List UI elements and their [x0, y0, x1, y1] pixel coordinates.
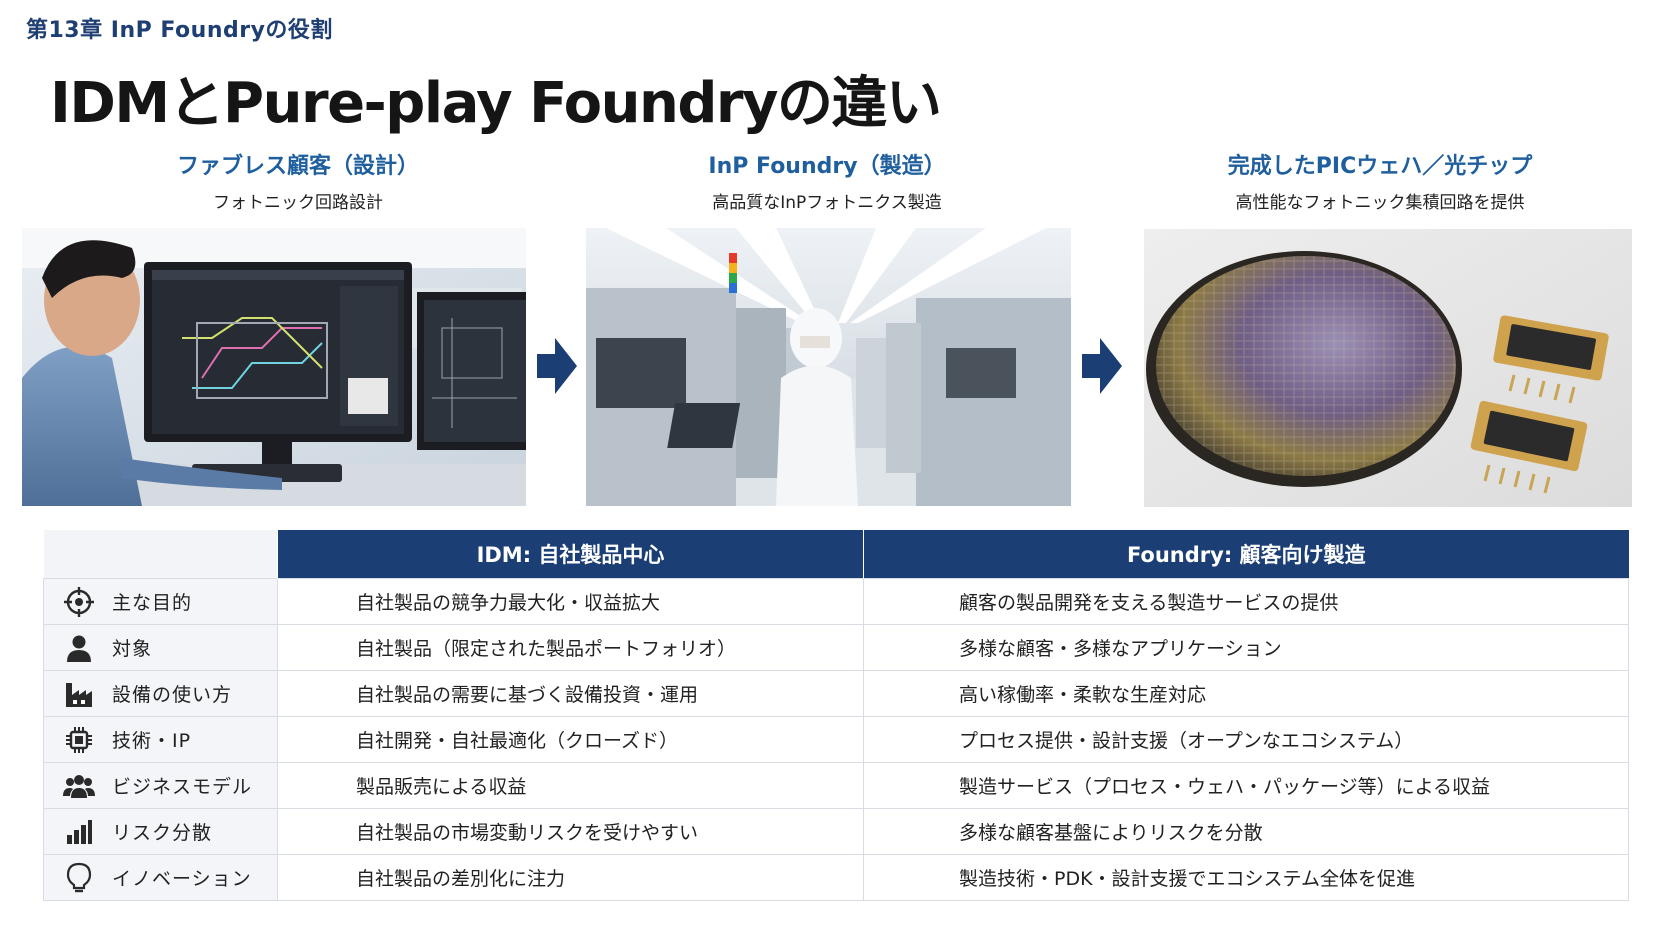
stage-subtitle: 高品質なInPフォトニクス製造 — [712, 193, 942, 213]
stage-title: InP Foundry（製造） — [708, 154, 946, 179]
person-icon — [62, 631, 96, 665]
row-label: リスク分散 — [112, 822, 213, 844]
idm-cell: 自社製品の需要に基づく設備投資・運用 — [277, 670, 864, 717]
stage-title: ファブレス顧客（設計） — [176, 154, 419, 179]
idm-cell: 自社製品の競争力最大化・収益拡大 — [277, 578, 864, 625]
row-label: 設備の使い方 — [112, 684, 233, 706]
target-icon — [62, 585, 96, 619]
stage-header-foundry: InP Foundry（製造） 高品質なInPフォトニクス製造 — [627, 148, 1027, 213]
foundry-cell: 顧客の製品開発を支える製造サービスの提供 — [863, 578, 1629, 625]
row-label: ビジネスモデル — [112, 776, 253, 798]
comparison-table: IDM: 自社製品中心 Foundry: 顧客向け製造 主な目的 自社製品の競争… — [43, 530, 1629, 901]
row-label: イノベーション — [112, 868, 252, 890]
stage-subtitle: 高性能なフォトニック集積回路を提供 — [1235, 193, 1525, 213]
stage-header-designer: ファブレス顧客（設計） フォトニック回路設計 — [118, 148, 478, 213]
foundry-cell: 多様な顧客基盤によりリスクを分散 — [863, 808, 1629, 855]
idm-cell: 自社製品の市場変動リスクを受けやすい — [277, 808, 864, 855]
foundry-cell: 高い稼働率・柔軟な生産対応 — [863, 670, 1629, 717]
arrow-right-icon — [537, 338, 577, 394]
idm-cell: 自社製品の差別化に注力 — [277, 854, 864, 901]
row-label: 対象 — [112, 638, 153, 660]
table-row: 設備の使い方 自社製品の需要に基づく設備投資・運用 高い稼働率・柔軟な生産対応 — [43, 670, 1629, 717]
row-label: 技術・IP — [112, 730, 192, 752]
chip-icon — [62, 723, 96, 757]
cleanroom-photo — [586, 228, 1071, 506]
table-row: 対象 自社製品（限定された製品ポートフォリオ） 多様な顧客・多様なアプリケーショ… — [43, 624, 1629, 671]
foundry-column-header: Foundry: 顧客向け製造 — [863, 530, 1629, 579]
wafer-photo — [1144, 229, 1632, 507]
lightbulb-icon — [62, 861, 96, 895]
table-row: イノベーション 自社製品の差別化に注力 製造技術・PDK・設計支援でエコシステム… — [43, 854, 1629, 901]
idm-cell: 自社製品（限定された製品ポートフォリオ） — [277, 624, 864, 671]
group-icon — [62, 769, 96, 803]
idm-cell: 自社開発・自社最適化（クローズド） — [277, 716, 864, 763]
arrow-right-icon — [1082, 338, 1122, 394]
page-title: IDMとPure-play Foundryの違い — [50, 71, 942, 136]
foundry-cell: 製造サービス（プロセス・ウェハ・パッケージ等）による収益 — [863, 762, 1629, 809]
stage-subtitle: フォトニック回路設計 — [213, 193, 383, 213]
factory-icon — [62, 677, 96, 711]
stage-header-wafer: 完成したPICウェハ／光チップ 高性能なフォトニック集積回路を提供 — [1170, 148, 1590, 213]
foundry-cell: プロセス提供・設計支援（オープンなエコシステム） — [863, 716, 1629, 763]
idm-column-header: IDM: 自社製品中心 — [277, 530, 864, 579]
table-row: 技術・IP 自社開発・自社最適化（クローズド） プロセス提供・設計支援（オープン… — [43, 716, 1629, 763]
designer-photo — [22, 228, 526, 506]
idm-cell: 製品販売による収益 — [277, 762, 864, 809]
bar-chart-icon — [62, 815, 96, 849]
foundry-cell: 多様な顧客・多様なアプリケーション — [863, 624, 1629, 671]
chapter-label: 第13章 InP Foundryの役割 — [26, 18, 333, 43]
table-header-row: IDM: 自社製品中心 Foundry: 顧客向け製造 — [43, 530, 1629, 579]
stage-title: 完成したPICウェハ／光チップ — [1227, 154, 1533, 179]
table-row: 主な目的 自社製品の競争力最大化・収益拡大 顧客の製品開発を支える製造サービスの… — [43, 578, 1629, 625]
table-row: ビジネスモデル 製品販売による収益 製造サービス（プロセス・ウェハ・パッケージ等… — [43, 762, 1629, 809]
row-label: 主な目的 — [112, 592, 193, 614]
table-corner-cell — [43, 530, 278, 579]
foundry-cell: 製造技術・PDK・設計支援でエコシステム全体を促進 — [863, 854, 1629, 901]
table-row: リスク分散 自社製品の市場変動リスクを受けやすい 多様な顧客基盤によりリスクを分… — [43, 808, 1629, 855]
